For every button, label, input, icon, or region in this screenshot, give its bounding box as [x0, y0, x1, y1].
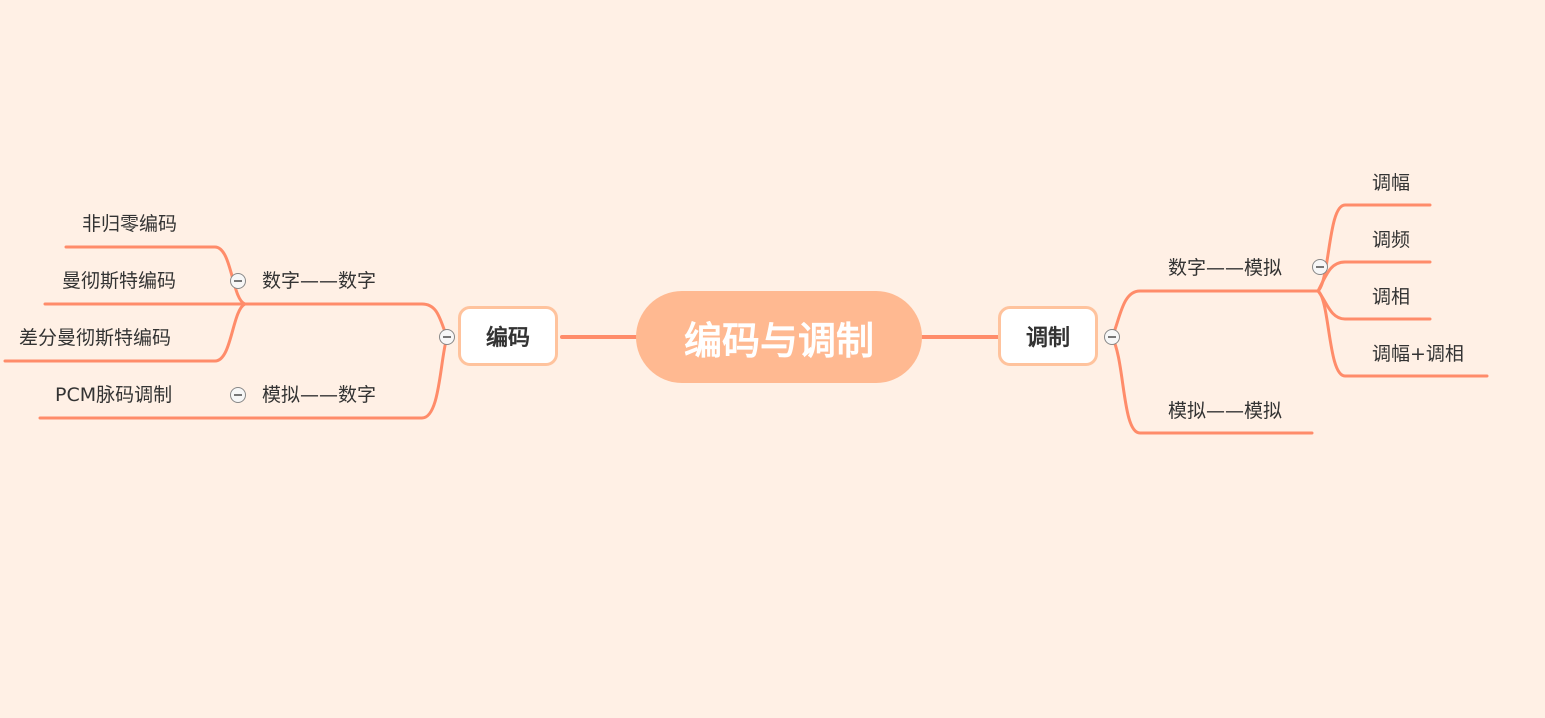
- topic-fm[interactable]: 调频: [1372, 229, 1411, 251]
- topic-analog-to-analog[interactable]: 模拟——模拟: [1168, 400, 1283, 422]
- minus-circle-icon[interactable]: [230, 387, 246, 403]
- topic-pcm[interactable]: PCM脉码调制: [55, 384, 173, 406]
- minus-circle-icon[interactable]: [1104, 329, 1120, 345]
- topic-encoding[interactable]: 编码: [458, 306, 558, 366]
- topic-nrz-encoding[interactable]: 非归零编码: [82, 213, 178, 235]
- topic-digital-to-analog[interactable]: 数字——模拟: [1168, 257, 1283, 279]
- topic-pm[interactable]: 调相: [1372, 286, 1411, 308]
- topic-differential-manchester-encoding[interactable]: 差分曼彻斯特编码: [19, 327, 172, 349]
- topic-modulation[interactable]: 调制: [998, 306, 1098, 366]
- topic-am-plus-pm[interactable]: 调幅+调相: [1372, 343, 1464, 365]
- topic-manchester-encoding[interactable]: 曼彻斯特编码: [62, 270, 177, 292]
- minus-circle-icon[interactable]: [1312, 259, 1328, 275]
- minus-circle-icon[interactable]: [439, 329, 455, 345]
- minus-circle-icon[interactable]: [230, 273, 246, 289]
- root-topic[interactable]: 编码与调制: [636, 291, 922, 383]
- topic-am[interactable]: 调幅: [1372, 172, 1411, 194]
- topic-analog-to-digital[interactable]: 模拟——数字: [262, 384, 377, 406]
- topic-digital-to-digital[interactable]: 数字——数字: [262, 270, 377, 292]
